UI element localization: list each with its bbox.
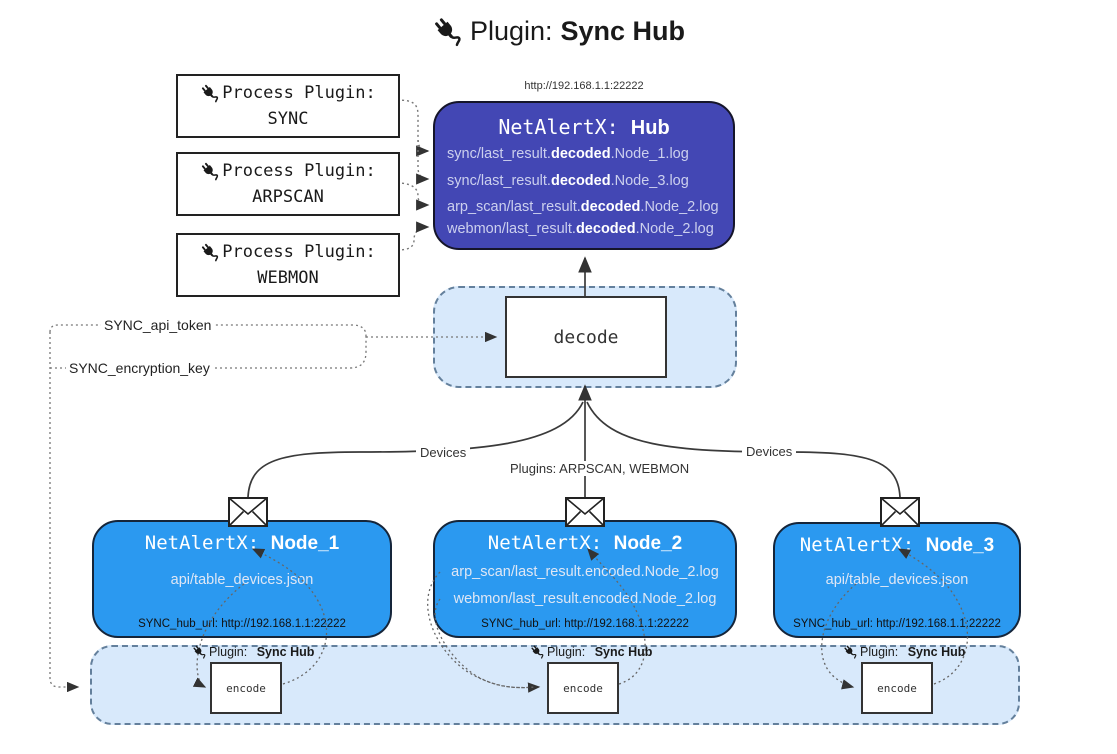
sync-encryption-key-label: SYNC_encryption_key [66, 360, 213, 376]
node-1-box: NetAlertX: Node_1 api/table_devices.json… [92, 520, 392, 638]
node-3-box: NetAlertX: Node_3 api/table_devices.json… [773, 522, 1021, 638]
encode-plugin-label-3: Plugin: Sync Hub [843, 645, 965, 659]
envelope-icon [565, 497, 605, 527]
node-3-file: api/table_devices.json [825, 572, 969, 588]
plugin-to-hub-edges [396, 99, 430, 251]
process-plugin-webmon: Process Plugin: WEBMON [176, 233, 400, 297]
decode-box: decode [505, 296, 667, 378]
plug-icon [431, 16, 462, 47]
process-plugin-arpscan: Process Plugin: ARPSCAN [176, 152, 400, 216]
page-title-name: Sync Hub [560, 16, 686, 46]
node-1-title: NetAlertX: Node_1 [144, 532, 340, 554]
process-plugin-sync: Process Plugin: SYNC [176, 74, 400, 138]
plug-icon [200, 83, 220, 103]
hub-title: NetAlertX: Hub [498, 115, 670, 139]
node-2-file: webmon/last_result.encoded.Node_2.log [453, 591, 717, 607]
page-title-prefix: Plugin: [469, 16, 553, 46]
hub-log-line: sync/last_result.decoded.Node_1.log [447, 146, 689, 162]
encode-plugin-label-2: Plugin: Sync Hub [530, 645, 652, 659]
encode-box-2: encode [547, 662, 619, 714]
plug-icon [200, 161, 220, 181]
plug-icon [200, 242, 220, 262]
node-1-hub-url: SYNC_hub_url: http://192.168.1.1:22222 [138, 618, 346, 630]
envelope-icon [880, 497, 920, 527]
hub-url: http://192.168.1.1:22222 [524, 80, 644, 92]
hub-log-line: arp_scan/last_result.decoded.Node_2.log [447, 199, 719, 215]
encode-box-3: encode [861, 662, 933, 714]
envelope-icon [228, 497, 268, 527]
plug-icon [530, 645, 544, 659]
node-2-file: arp_scan/last_result.encoded.Node_2.log [451, 564, 719, 580]
node-2-title: NetAlertX: Node_2 [487, 532, 683, 554]
node-3-hub-url: SYNC_hub_url: http://192.168.1.1:22222 [793, 618, 1001, 630]
encode-box-1: encode [210, 662, 282, 714]
sync-api-token-label: SYNC_api_token [101, 317, 215, 333]
hub-log-line: sync/last_result.decoded.Node_3.log [447, 173, 689, 189]
hub-log-line: webmon/last_result.decoded.Node_2.log [447, 221, 714, 237]
node-3-title: NetAlertX: Node_3 [799, 534, 995, 556]
page-title: Plugin: Sync Hub [0, 16, 1117, 47]
node-2-box: NetAlertX: Node_2 arp_scan/last_result.e… [433, 520, 737, 638]
edge-label-plugins: Plugins: ARPSCAN, WEBMON [506, 461, 694, 476]
plug-icon [192, 645, 206, 659]
encode-plugin-label-1: Plugin: Sync Hub [192, 645, 314, 659]
node-2-hub-url: SYNC_hub_url: http://192.168.1.1:22222 [481, 618, 689, 630]
edge-label-devices-left: Devices [416, 445, 471, 460]
hub-box: NetAlertX: Hub sync/last_result.decoded.… [433, 101, 735, 250]
edge-label-devices-right: Devices [742, 444, 797, 459]
plug-icon [843, 645, 857, 659]
node-1-file: api/table_devices.json [170, 572, 314, 588]
